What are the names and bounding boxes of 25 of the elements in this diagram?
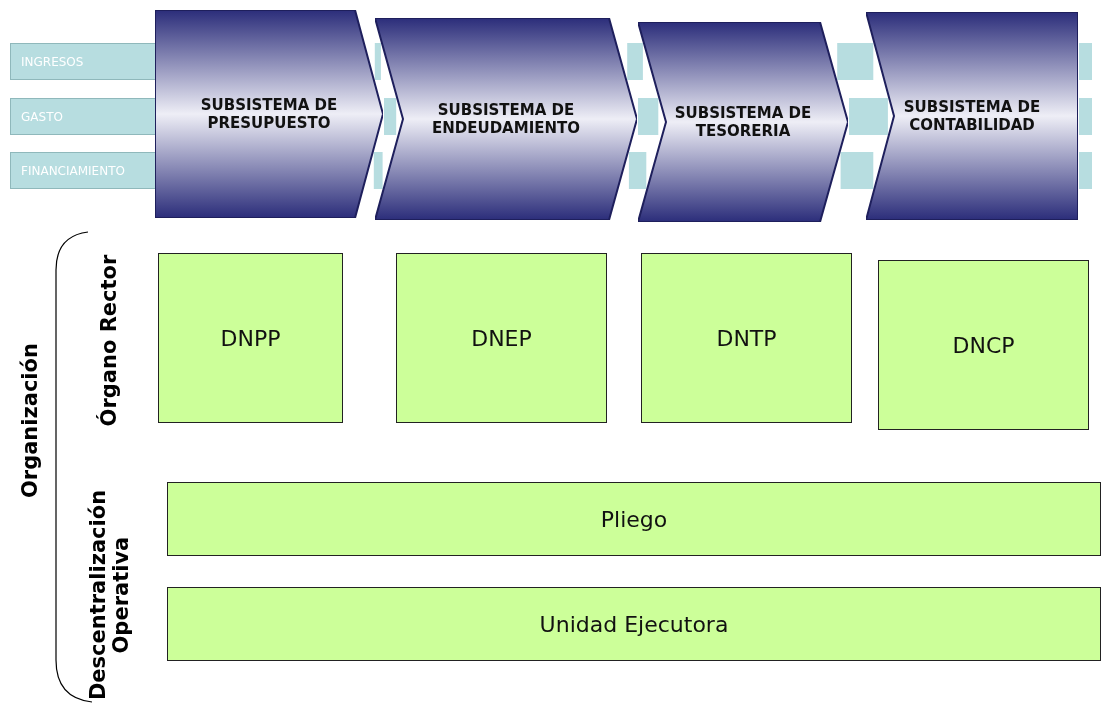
group-title: Órgano Rector xyxy=(98,254,122,426)
org-box xyxy=(878,260,1089,430)
unit-name: DNPP xyxy=(220,325,281,351)
subsystem-title: SUBSISTEMA DE PRESUPUESTO xyxy=(199,96,339,132)
axis-title: Organización xyxy=(18,342,42,498)
subsystem-title: SUBSISTEMA DE CONTABILIDAD xyxy=(902,98,1042,134)
org-box xyxy=(396,253,607,423)
band-label: INGRESOS xyxy=(21,54,84,69)
unit-name: DNCP xyxy=(952,332,1015,358)
subsystem-title: SUBSISTEMA DE ENDEUDAMIENTO xyxy=(430,101,581,137)
band-label: FINANCIAMIENTO xyxy=(21,163,125,178)
unit-name: DNTP xyxy=(716,325,777,351)
subsystem-title: SUBSISTEMA DE TESORERIA xyxy=(673,104,813,140)
group-title: Descentralización Operativa xyxy=(86,490,134,701)
unit-name: Unidad Ejecutora xyxy=(539,611,729,637)
org-box xyxy=(158,253,343,423)
unit-name: DNEP xyxy=(471,325,532,351)
band-bar xyxy=(10,43,155,80)
band-bar xyxy=(10,152,155,189)
unit-name: Pliego xyxy=(600,506,668,532)
org-box xyxy=(641,253,852,423)
band-label: GASTO xyxy=(21,109,63,124)
band-bar xyxy=(10,98,155,135)
org-box xyxy=(167,587,1101,661)
org-box xyxy=(167,482,1101,556)
